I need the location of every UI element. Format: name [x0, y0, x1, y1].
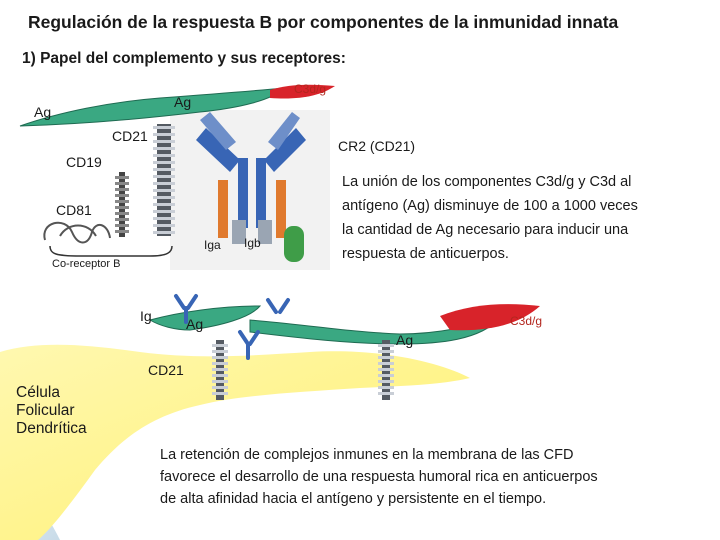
label-ag-top-mid: Ag — [174, 94, 192, 110]
label-cell-line2: Folicular — [16, 402, 75, 419]
green-domain — [284, 226, 304, 262]
label-ag-bottom-right: Ag — [396, 332, 414, 348]
slide-subtitle: 1) Papel del complemento y sus receptore… — [22, 50, 346, 67]
cd21-bottom-left-segment — [212, 368, 228, 371]
label-ig-bottom: Ig — [140, 308, 152, 324]
label-cd81: CD81 — [56, 202, 92, 218]
cd21-top-segment — [153, 161, 175, 164]
cd21-receptor-bottom-left — [212, 340, 228, 400]
cd21-top-segment — [153, 133, 175, 136]
cd21-bottom-left-segment — [212, 362, 228, 365]
cd21-bottom-left-segment — [212, 374, 228, 377]
cd21-bottom-left-segment — [212, 356, 228, 359]
cd21-top-segment — [153, 224, 175, 227]
cd21-bottom-right-segment — [378, 374, 394, 377]
cd21-top-segment — [153, 210, 175, 213]
cd19-segment — [115, 200, 129, 203]
cd19-receptor — [115, 172, 129, 237]
label-cd21-bottom: CD21 — [148, 362, 184, 378]
cd21-bottom-left-segment — [212, 392, 228, 395]
cd21-top-segment — [153, 126, 175, 129]
paragraph2-line3: de alta afinidad hacia el antígeno y per… — [160, 491, 547, 507]
antigen-bottom-left — [148, 305, 262, 331]
small-antibodies — [174, 294, 290, 360]
cd19-segment — [115, 218, 129, 221]
label-ag-top-left: Ag — [34, 104, 52, 120]
label-cr2: CR2 (CD21) — [338, 138, 416, 154]
cd19-segment — [115, 212, 129, 215]
cd21-bottom-right-segment — [378, 350, 394, 353]
cd21-top-segment — [153, 217, 175, 220]
follicular-dendritic-cell — [0, 344, 470, 540]
label-ag-bottom-left: Ag — [186, 316, 204, 332]
label-c3dg-bottom: C3d/g — [510, 314, 543, 328]
cd21-bottom-right-segment — [378, 368, 394, 371]
label-cd21-top: CD21 — [112, 128, 148, 144]
label-dendritic-cell: Célula Folicular Dendrítica — [16, 384, 87, 438]
bcr-antibody — [196, 112, 306, 244]
label-iga: Iga — [204, 238, 221, 252]
cd21-top-segment — [153, 154, 175, 157]
paragraph1-line1: La unión de los componentes C3d/g y C3d … — [342, 174, 632, 190]
label-coreceptor: Co-receptor B — [52, 258, 121, 270]
cd21-top-segment — [153, 182, 175, 185]
cd21-top-segment — [153, 231, 175, 234]
cd21-bottom-right-segment — [378, 392, 394, 395]
cd19-segment — [115, 188, 129, 191]
cd19-segment — [115, 194, 129, 197]
cd21-top-segment — [153, 168, 175, 171]
label-igb: Igb — [244, 236, 261, 250]
cd19-segment — [115, 176, 129, 179]
c3dg-bottom — [440, 304, 540, 331]
paragraph-complement-binding: La unión de los componentes C3d/g y C3d … — [342, 170, 638, 266]
paragraph-immune-complex-retention: La retención de complejos inmunes en la … — [160, 444, 598, 510]
cd21-receptor-bottom-right — [378, 340, 394, 400]
cd21-bottom-left-segment — [212, 344, 228, 347]
paragraph1-line4: respuesta de anticuerpos. — [342, 246, 509, 262]
label-c3dg-top: C3d/g — [294, 82, 327, 96]
paragraph2-line1: La retención de complejos inmunes en la … — [160, 447, 574, 463]
cd21-bottom-right-segment — [378, 386, 394, 389]
paragraph2-line2: favorece el desarrollo de una respuesta … — [160, 469, 598, 485]
cd21-top-segment — [153, 175, 175, 178]
cd21-bottom-left-segment — [212, 350, 228, 353]
cd19-segment — [115, 182, 129, 185]
label-cell-line1: Célula — [16, 384, 60, 401]
cd19-segment — [115, 206, 129, 209]
cd21-bottom-right-segment — [378, 362, 394, 365]
cd19-segment — [115, 224, 129, 227]
cd21-top-segment — [153, 147, 175, 150]
label-cd19: CD19 — [66, 154, 102, 170]
paragraph1-line2: antígeno (Ag) disminuye de 100 a 1000 ve… — [342, 198, 638, 214]
paragraph1-line3: la cantidad de Ag necesario para inducir… — [342, 222, 629, 238]
label-cell-line3: Dendrítica — [16, 420, 87, 437]
cd21-bottom-right-segment — [378, 380, 394, 383]
cd21-receptor-top — [153, 124, 175, 236]
slide-title: Regulación de la respuesta B por compone… — [28, 12, 619, 32]
cd21-bottom-right-segment — [378, 356, 394, 359]
cd21-top-segment — [153, 140, 175, 143]
cd81-molecule — [43, 221, 111, 244]
cd21-bottom-left-segment — [212, 386, 228, 389]
cd21-bottom-right-segment — [378, 344, 394, 347]
coreceptor-bracket — [49, 245, 173, 257]
c3dg-top — [270, 84, 335, 99]
cd19-segment — [115, 230, 129, 233]
cd21-top-segment — [153, 189, 175, 192]
cd21-top-segment — [153, 196, 175, 199]
cd21-top-segment — [153, 203, 175, 206]
cd21-bottom-left-segment — [212, 380, 228, 383]
